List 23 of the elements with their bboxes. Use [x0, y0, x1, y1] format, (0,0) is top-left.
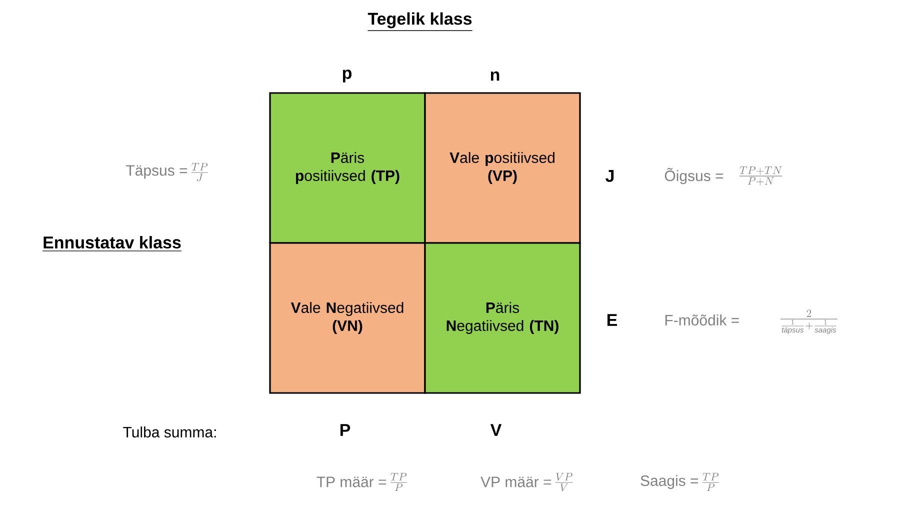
formula: $\frac{VP}{V}$ [555, 472, 573, 492]
metric-name: F-mõõdik = [665, 314, 739, 326]
axis-title: Tegelik klass [367, 12, 473, 31]
metric-name: Saagis = [640, 475, 698, 489]
axis-title: Ennustatav klass [42, 236, 182, 252]
class-label: V [490, 424, 502, 436]
row-label: Tulba summa: [123, 426, 216, 438]
formula: $\frac{TP}{P}$ [390, 472, 407, 492]
class-label: E [607, 314, 618, 326]
class-label: P [340, 424, 350, 436]
class-label: J [606, 170, 614, 182]
formula: $\frac{TP}{P}$ [702, 472, 719, 492]
matrix-cell: Päris positiivsed (TP) [269, 92, 426, 244]
formula: $\frac{2}{\frac{1}{\textit{täpsus}}+\frac{1}{\textit{saagis}}}$ [780, 310, 838, 334]
matrix-cell: Vale positiivsed (VP) [424, 92, 581, 244]
formula: $\frac{TP+TN}{P+N}$ [739, 166, 782, 186]
metric-name: VP määr = [480, 476, 552, 488]
matrix-cell: Vale Negatiivsed (VN) [269, 242, 426, 394]
metric-name: TP määr = [316, 476, 386, 488]
matrix-cell: Päris Negatiivsed (TN) [424, 242, 581, 394]
metric-name: Õigsus = [664, 168, 724, 184]
formula: $\frac{TP}{J}$ [191, 162, 208, 182]
metric-name: Täpsus = [126, 165, 188, 179]
